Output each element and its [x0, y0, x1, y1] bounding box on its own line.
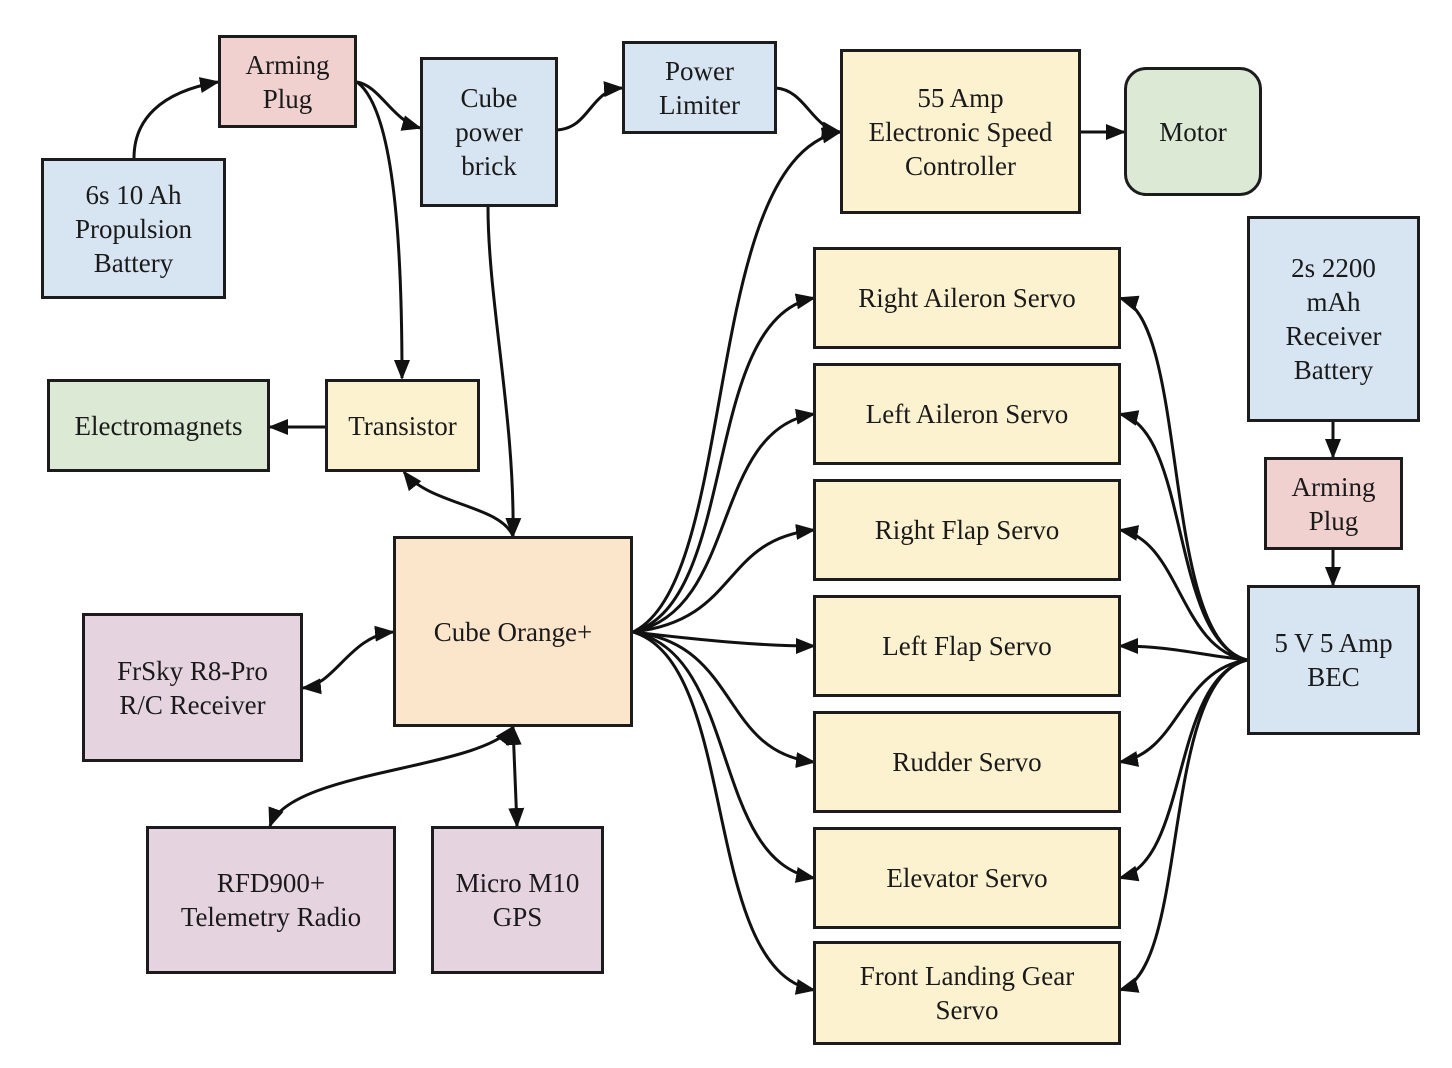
wire-bec-to-left-aileron [1118, 410, 1248, 662]
gps-box: Micro M10 GPS [431, 826, 604, 974]
wire-cube-to-esc [632, 127, 842, 634]
power-limiter-box: Power Limiter [622, 41, 777, 134]
elevator-servo-label: Elevator Servo [886, 863, 1048, 893]
left-flap-servo-label: Left Flap Servo [882, 631, 1052, 661]
motor-label: Motor [1159, 116, 1227, 147]
wire-cube-to-front-landing-gear [632, 630, 816, 995]
right-flap-servo-label: Right Flap Servo [874, 515, 1060, 545]
wire-battery-to-arming-plug [132, 77, 220, 159]
transistor-box: Transistor [325, 379, 480, 472]
rudder-servo-label: Rudder Servo [892, 747, 1042, 777]
wire-limiter-to-esc [775, 86, 842, 138]
left-aileron-servo-box: Left Aileron Servo [813, 363, 1121, 465]
motor-box: Motor [1124, 67, 1262, 196]
rfd900-radio-label: RFD900+ Telemetry Radio [180, 868, 362, 932]
wire-bec-to-right-flap [1118, 525, 1248, 662]
arming-plug-main-label: Arming Plug [245, 49, 330, 114]
right-aileron-servo-box: Right Aileron Servo [813, 247, 1121, 349]
wire-cube-gps [505, 725, 525, 828]
wire-cube-to-right-flap [632, 523, 816, 634]
power-limiter-label: Power Limiter [659, 55, 740, 120]
front-landing-gear-servo-box: Front Landing Gear Servo [813, 941, 1121, 1045]
receiver-battery-box: 2s 2200 mAh Receiver Battery [1247, 216, 1420, 422]
esc-label: 55 Amp Electronic Speed Controller [868, 82, 1053, 181]
propulsion-battery-label: 6s 10 Ah Propulsion Battery [74, 179, 193, 278]
wire-bec-to-right-aileron [1118, 295, 1248, 662]
transistor-label: Transistor [348, 410, 457, 441]
wire-cube-to-right-aileron [632, 293, 816, 634]
wire-power-brick-to-cube [486, 206, 522, 538]
gps-label: Micro M10 GPS [455, 868, 580, 932]
frsky-receiver-box: FrSky R8-Pro R/C Receiver [82, 613, 303, 762]
esc-box: 55 Amp Electronic Speed Controller [840, 49, 1081, 214]
propulsion-battery-box: 6s 10 Ah Propulsion Battery [41, 158, 226, 299]
cube-power-brick-label: Cube power brick [455, 83, 523, 181]
wire-cube-to-elevator [632, 630, 816, 883]
cube-orange-label: Cube Orange+ [433, 616, 593, 647]
left-aileron-servo-label: Left Aileron Servo [865, 399, 1069, 429]
front-landing-gear-servo-label: Front Landing Gear Servo [859, 961, 1075, 1025]
wire-cube-to-rudder [632, 630, 816, 769]
frsky-receiver-label: FrSky R8-Pro R/C Receiver [117, 655, 268, 720]
electromagnets-box: Electromagnets [47, 379, 270, 472]
bec-label: 5 V 5 Amp BEC [1274, 628, 1393, 692]
rudder-servo-box: Rudder Servo [813, 711, 1121, 813]
wire-cube-frsky [301, 625, 395, 695]
left-flap-servo-box: Left Flap Servo [813, 595, 1121, 697]
right-flap-servo-box: Right Flap Servo [813, 479, 1121, 581]
arming-plug-main-box: Arming Plug [218, 35, 357, 128]
elevator-servo-box: Elevator Servo [813, 827, 1121, 929]
right-aileron-servo-label: Right Aileron Servo [858, 283, 1076, 313]
wire-bec-to-rudder [1118, 658, 1248, 767]
cube-orange-box: Cube Orange+ [393, 536, 633, 727]
wire-cube-to-left-aileron [632, 408, 816, 634]
wire-arming-plug-to-transistor [356, 80, 410, 380]
wire-cube-transistor [402, 470, 515, 537]
wire-arming-plug-to-power-brick [356, 80, 422, 131]
bec-box: 5 V 5 Amp BEC [1247, 585, 1420, 735]
wire-bec-to-front-landing-gear [1118, 658, 1248, 993]
wire-bec-to-left-flap [1118, 638, 1248, 662]
wire-bec-to-elevator [1118, 658, 1248, 882]
wire-cube-to-left-flap [632, 630, 816, 654]
wire-cube-rfd900 [268, 725, 515, 828]
receiver-battery-label: 2s 2200 mAh Receiver Battery [1285, 253, 1382, 385]
electromagnets-label: Electromagnets [74, 410, 243, 441]
cube-power-brick-box: Cube power brick [420, 57, 558, 207]
rfd900-radio-box: RFD900+ Telemetry Radio [146, 826, 396, 974]
wire-power-brick-to-limiter [556, 81, 624, 132]
arming-plug-rx-box: Arming Plug [1264, 457, 1403, 550]
arming-plug-rx-label: Arming Plug [1291, 471, 1376, 536]
